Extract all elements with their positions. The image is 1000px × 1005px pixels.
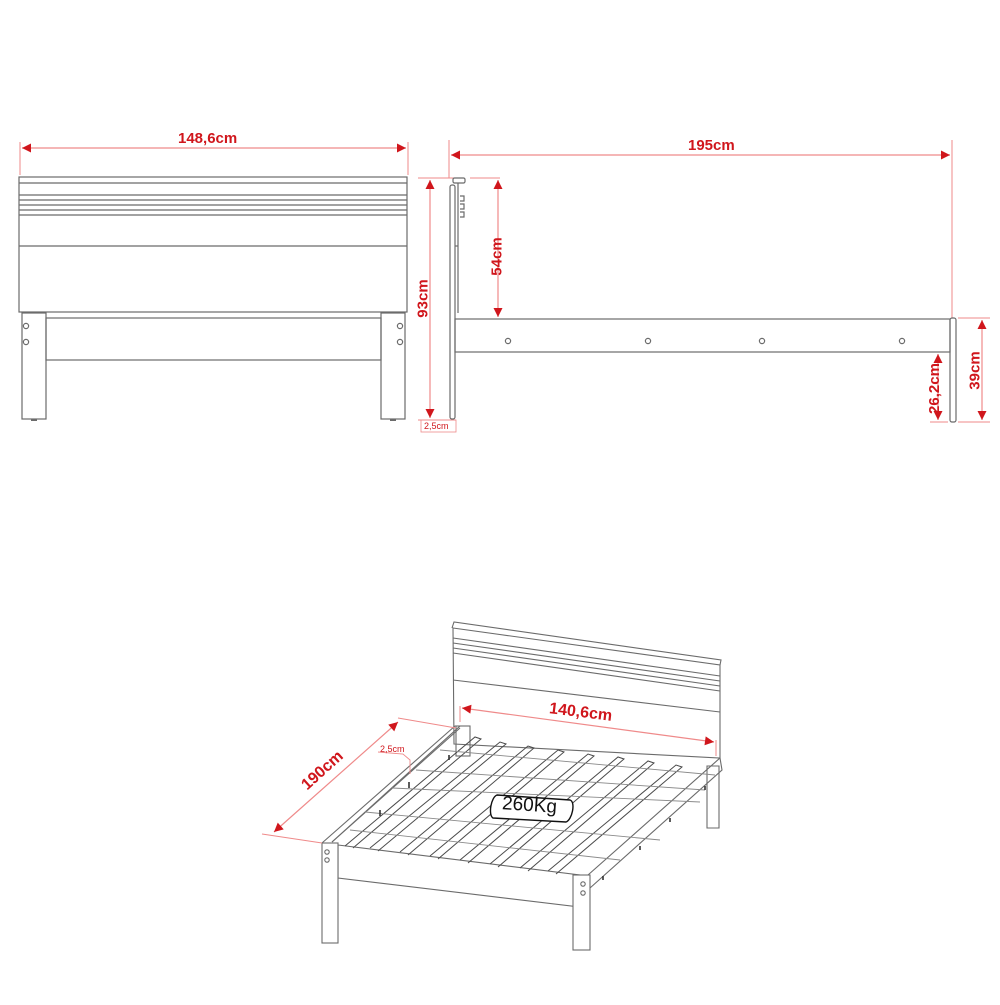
panel-height-label: 54cm	[488, 237, 506, 276]
panel-dimension	[470, 177, 503, 317]
side-view	[448, 140, 957, 423]
thickness-label: 2,5cm	[424, 421, 449, 431]
leg-dimensions	[930, 317, 990, 423]
perspective-view	[321, 621, 723, 951]
perspective-dimensions	[261, 704, 717, 844]
front-view	[18, 142, 409, 421]
rail-height-label: 39cm	[966, 351, 984, 390]
front-width-label: 148,6cm	[178, 130, 238, 147]
clearance-label: 26,2cm	[925, 363, 943, 414]
height-dimension	[418, 177, 457, 433]
load-capacity-label: 260Kg	[501, 793, 558, 818]
slat-gap-label: 2,5cm	[380, 744, 405, 754]
front-height-label: 93cm	[414, 279, 432, 318]
side-length-label: 195cm	[688, 137, 735, 154]
